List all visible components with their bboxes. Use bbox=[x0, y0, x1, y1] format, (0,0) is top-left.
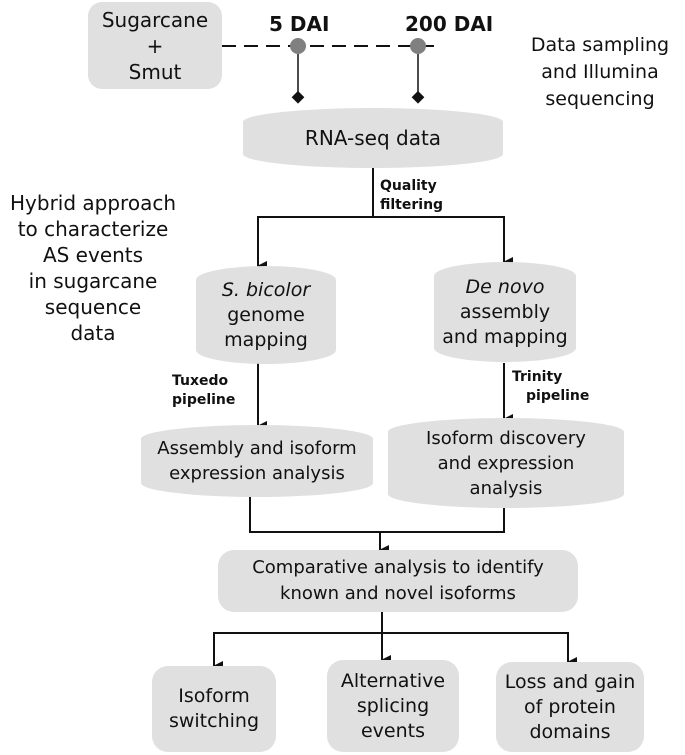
outcome-isoform-switching: Isoform switching bbox=[152, 666, 276, 752]
sbicolor-mapping-node: S. bicolor genome mapping bbox=[196, 266, 336, 364]
sample-line1: Sugarcane bbox=[101, 7, 209, 32]
outcome-line: domains bbox=[529, 720, 611, 743]
sampling-note: Data sampling and Illumina sequencing bbox=[520, 32, 680, 113]
rnaseq-data-label: RNA-seq data bbox=[304, 125, 442, 150]
timepoint-200dai-dot bbox=[410, 38, 426, 54]
sbicolor-mapping-line: genome bbox=[227, 303, 305, 326]
denovo-mapping-line: assembly bbox=[459, 300, 551, 323]
comparative-line: known and novel isoforms bbox=[280, 583, 516, 604]
sample-line2: + bbox=[146, 33, 164, 58]
quality-line: Quality bbox=[380, 178, 437, 194]
sbicolor-mapping-line: S. bicolor bbox=[221, 278, 311, 301]
outcome-line: splicing bbox=[356, 694, 430, 717]
approach-note: Hybrid approach to characterize AS event… bbox=[0, 190, 186, 346]
denovo-mapping-line: De novo bbox=[465, 275, 545, 298]
timepoint-200dai-diamond bbox=[411, 90, 425, 104]
outcome-line: events bbox=[360, 719, 425, 742]
trinity-line: pipeline bbox=[526, 388, 590, 404]
trinity-analysis-line: and expression bbox=[437, 452, 575, 474]
approach-note-line: to characterize bbox=[17, 217, 169, 241]
trinity-analysis-node: Isoform discovery and expression analysi… bbox=[388, 418, 624, 508]
denovo-mapping-line: and mapping bbox=[442, 325, 568, 348]
timepoint-5dai-diamond bbox=[291, 90, 305, 104]
trinity-analysis-line: Isoform discovery bbox=[426, 427, 586, 449]
tuxedo-analysis-node: Assembly and isoform expression analysis bbox=[141, 425, 373, 497]
quality-filtering-label: Quality filtering bbox=[380, 177, 443, 215]
outcome-line: of protein bbox=[524, 695, 616, 718]
tuxedo-pipeline-label: Tuxedo pipeline bbox=[172, 372, 235, 410]
sample-line3: Smut bbox=[128, 59, 182, 84]
approach-note-line: Hybrid approach bbox=[10, 191, 176, 215]
outcome-alternative-splicing: Alternative splicing events bbox=[327, 660, 459, 752]
tuxedo-line: Tuxedo bbox=[172, 373, 229, 389]
sampling-note-line: sequencing bbox=[545, 88, 655, 110]
approach-note-line: sequence bbox=[44, 295, 142, 319]
trinity-analysis-line: analysis bbox=[469, 477, 543, 499]
outcome-line: Alternative bbox=[340, 669, 446, 692]
tuxedo-analysis-line: Assembly and isoform bbox=[157, 438, 357, 459]
rnaseq-data-node: RNA-seq data bbox=[243, 108, 503, 168]
timepoint-5dai-dot bbox=[290, 38, 306, 54]
sample-box: Sugarcane + Smut bbox=[88, 2, 222, 89]
comparative-line: Comparative analysis to identify bbox=[252, 557, 544, 578]
denovo-mapping-node: De novo assembly and mapping bbox=[434, 262, 576, 362]
outcome-line: Loss and gain bbox=[504, 670, 636, 693]
approach-note-line: data bbox=[70, 321, 116, 345]
sampling-note-line: and Illumina bbox=[541, 61, 659, 83]
outcome-line: switching bbox=[168, 710, 260, 732]
trinity-line: Trinity bbox=[512, 369, 563, 385]
timepoint-200dai-label: 200 DAI bbox=[405, 12, 494, 36]
trinity-pipeline-label: Trinity pipeline bbox=[512, 368, 589, 406]
approach-note-line: in sugarcane bbox=[28, 269, 158, 293]
outcome-line: Isoform bbox=[178, 685, 250, 707]
comparative-analysis-box: Comparative analysis to identify known a… bbox=[218, 550, 578, 612]
sampling-note-line: Data sampling bbox=[530, 34, 670, 56]
timepoint-5dai-label: 5 DAI bbox=[269, 12, 330, 36]
tuxedo-line: pipeline bbox=[172, 392, 236, 408]
quality-line: filtering bbox=[380, 197, 444, 213]
approach-note-line: AS events bbox=[42, 243, 144, 267]
tuxedo-analysis-line: expression analysis bbox=[169, 463, 345, 484]
sbicolor-mapping-line: mapping bbox=[224, 328, 308, 351]
outcome-protein-domains: Loss and gain of protein domains bbox=[496, 662, 644, 752]
